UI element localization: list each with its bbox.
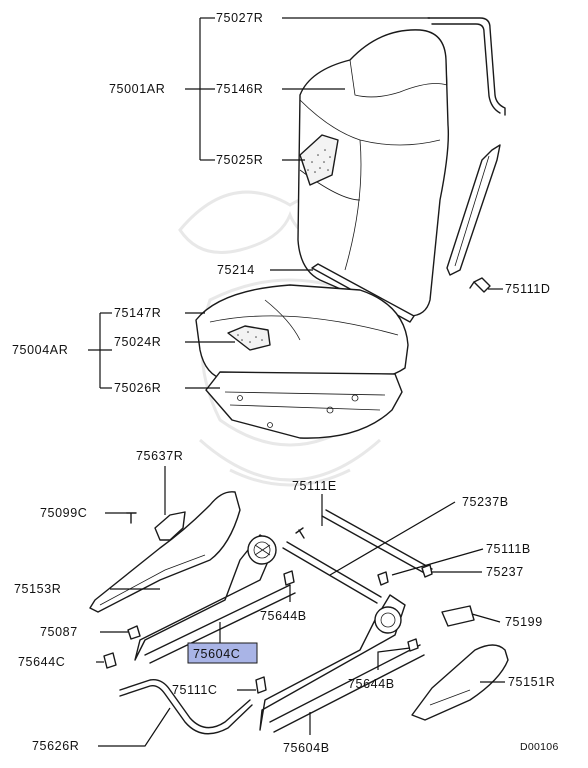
label-75024R[interactable]: 75024R [114, 335, 161, 349]
highlight-75604C[interactable] [187, 642, 258, 664]
side-shield-75151R [411, 644, 509, 721]
label-75111D[interactable]: 75111D [505, 282, 551, 296]
tube-lower [282, 547, 378, 604]
label-75644C[interactable]: 75644C [18, 655, 65, 669]
bolt-75644B-lower [407, 638, 419, 652]
cover-75199 [441, 605, 475, 627]
label-75153R[interactable]: 75153R [14, 582, 61, 596]
label-75199[interactable]: 75199 [505, 615, 543, 629]
clip-75644C [103, 652, 117, 669]
seat-back-assembly [297, 17, 506, 317]
label-75644B-lower[interactable]: 75644B [348, 677, 395, 691]
tube-75237B [321, 515, 429, 576]
label-75099C[interactable]: 75099C [40, 506, 87, 520]
cushion-pan [205, 371, 403, 439]
seat-rail-right [259, 594, 425, 733]
label-75237B[interactable]: 75237B [462, 495, 509, 509]
seat-rail-left [134, 534, 296, 664]
label-75151R[interactable]: 75151R [508, 675, 555, 689]
label-75111C[interactable]: 75111C [172, 683, 218, 697]
bolt-75111C [255, 676, 267, 694]
part-labels: 75027R 75001AR 75146R 75025R 75214 75111… [12, 11, 559, 755]
leader-lines [88, 17, 505, 747]
bolt-75111D [469, 277, 491, 293]
label-75637R[interactable]: 75637R [136, 449, 183, 463]
cushion-heater-pad [227, 325, 271, 351]
label-75027R[interactable]: 75027R [216, 11, 263, 25]
bolt-75111B [377, 571, 389, 586]
label-75644B-upper[interactable]: 75644B [260, 609, 307, 623]
label-75626R[interactable]: 75626R [32, 739, 79, 753]
rod-75626R [119, 679, 251, 729]
bolt-75644B-upper [283, 570, 295, 586]
label-75146R[interactable]: 75146R [216, 82, 263, 96]
bolt-75111E [295, 527, 305, 539]
label-75111E[interactable]: 75111E [292, 479, 337, 493]
label-75214[interactable]: 75214 [217, 263, 255, 277]
label-75004AR[interactable]: 75004AR [12, 343, 68, 357]
label-75237[interactable]: 75237 [486, 565, 524, 579]
label-75111B[interactable]: 75111B [486, 542, 531, 556]
label-75087[interactable]: 75087 [40, 625, 78, 639]
label-75025R[interactable]: 75025R [216, 153, 263, 167]
label-75001AR[interactable]: 75001AR [109, 82, 165, 96]
screw-75099C [126, 512, 137, 524]
bolt-75237 [421, 564, 433, 578]
seatback-heater-pad [299, 134, 339, 186]
label-75026R[interactable]: 75026R [114, 381, 161, 395]
seat-cushion-assembly [195, 284, 409, 439]
label-75147R[interactable]: 75147R [114, 306, 161, 320]
label-75604C[interactable]: 75604C [193, 647, 240, 661]
diagram-id: D00106 [520, 741, 559, 753]
clip-75087 [127, 625, 141, 640]
side-trim [446, 144, 501, 276]
side-shield-75153R [89, 491, 241, 613]
cover-75637R [154, 511, 186, 541]
label-75604B[interactable]: 75604B [283, 741, 330, 755]
